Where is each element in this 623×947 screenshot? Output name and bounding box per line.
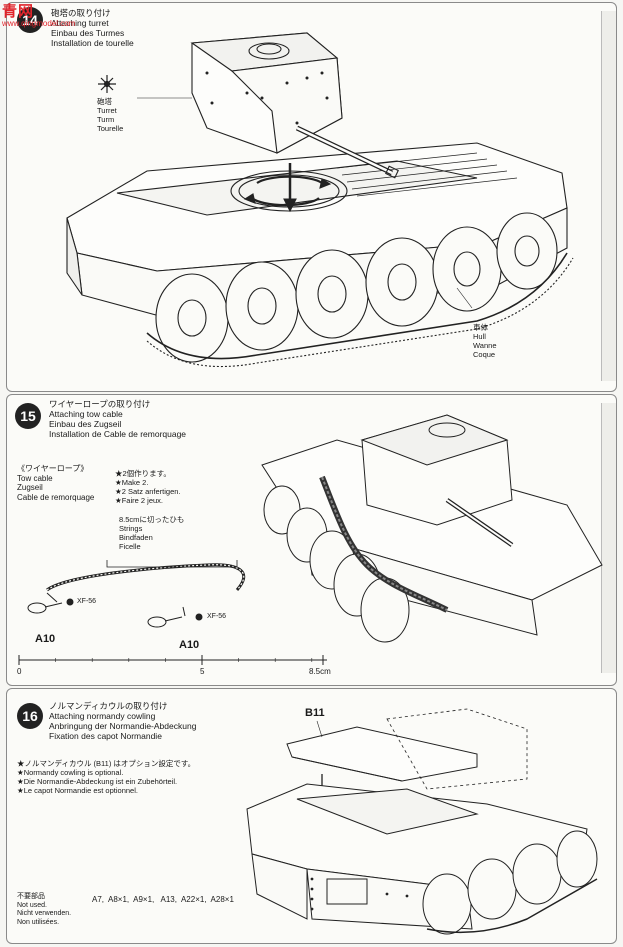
unused-de: Nicht verwenden. xyxy=(17,910,72,917)
title-fr: Installation de Cable de remorquage xyxy=(49,429,187,439)
make-two-note: ★2個作ります。 ★Make 2. ★2 Satz anfertigen. ★F… xyxy=(115,469,181,505)
turret-fr: Tourelle xyxy=(97,124,124,133)
normandy-cowling-illustration xyxy=(246,708,598,935)
make-de: ★2 Satz anfertigen. xyxy=(115,487,181,496)
make-en: ★Make 2. xyxy=(115,478,149,487)
step-title: ノルマンディカウルの取り付け Attaching normandy cowlin… xyxy=(49,701,196,741)
turret-callout: 砲塔 Turret Turm Tourelle xyxy=(97,97,123,133)
turret-install-illustration xyxy=(66,32,574,368)
page-edge-tab xyxy=(601,11,616,381)
turret-de: Turm xyxy=(97,115,115,124)
title-en: Attaching normandy cowling xyxy=(49,711,156,721)
string-callout: 8.5cmに切ったひも Strings Bindfaden Ficelle xyxy=(119,515,184,551)
turret-jp: 砲塔 xyxy=(97,97,112,106)
title-de: Einbau des Zugseil xyxy=(49,419,122,429)
string-en: Strings xyxy=(119,524,143,533)
paint-code-left: XF-56 xyxy=(77,598,97,605)
title-fr: Fixation des capot Normandie xyxy=(49,731,162,741)
unused-parts-list: A7, A8×1, A9×1, A13, A22×1, A28×1 xyxy=(92,895,234,904)
unused-en: Not used. xyxy=(17,901,47,909)
paint-code-right: XF-56 xyxy=(207,613,227,620)
cable-fr: Cable de remorquage xyxy=(17,492,95,502)
unused-jp: 不要部品 xyxy=(17,893,45,900)
part-label-b11: B11 xyxy=(305,707,325,719)
string-fr: Ficelle xyxy=(119,542,141,551)
watermark-brand: 青网 xyxy=(2,2,35,20)
step-number: 15 xyxy=(15,403,41,429)
note-de: ★Die Normandie-Abdeckung ist ein Zubehör… xyxy=(17,777,178,786)
note-en: ★Normandy cowling is optional. xyxy=(17,768,124,777)
title-jp: ノルマンディカウルの取り付け xyxy=(49,701,168,711)
watermark-url: www.qingmodel.com xyxy=(2,19,76,28)
string-de: Bindfaden xyxy=(119,533,153,542)
unused-fr: Non utilisées. xyxy=(17,918,60,926)
page-edge-tab xyxy=(601,403,616,673)
note-fr: ★Le capot Normandie est optionnel. xyxy=(17,786,138,795)
cable-jp: 《ワイヤーロープ》 xyxy=(17,464,89,473)
part-label-a10-left: A10 xyxy=(35,633,56,645)
string-jp: 8.5cmに切ったひも xyxy=(119,515,185,524)
hull-fr: Coque xyxy=(473,350,496,359)
step-15-panel: 15 ワイヤーロープの取り付け Attaching tow cable Einb… xyxy=(6,394,617,686)
optional-note: ★ノルマンディカウル (B11) はオプション設定です。 ★Normandy c… xyxy=(17,759,195,795)
step-16-panel: 16 ノルマンディカウルの取り付け Attaching normandy cow… xyxy=(6,688,617,944)
title-de: Anbringung der Normandie-Abdeckung xyxy=(49,721,197,731)
unused-parts-label: 不要部品 Not used. Nicht verwenden. Non util… xyxy=(17,893,71,927)
make-fr: ★Faire 2 jeux. xyxy=(115,496,163,505)
note-jp: ★ノルマンディカウル (B11) はオプション設定です。 xyxy=(17,759,196,768)
ruler-end: 8.5cm xyxy=(309,667,331,676)
cable-de: Zugseil xyxy=(17,483,43,492)
title-de: Einbau des Turmes xyxy=(51,28,125,38)
title-fr: Installation de tourelle xyxy=(51,38,134,48)
tow-cable-illustration xyxy=(18,414,603,665)
make-jp: ★2個作ります。 xyxy=(115,469,171,478)
step-title: ワイヤーロープの取り付け Attaching tow cable Einbau … xyxy=(49,399,186,439)
ruler-mid: 5 xyxy=(200,667,205,676)
step-number: 16 xyxy=(17,703,43,729)
title-jp: 砲塔の取り付け xyxy=(51,8,111,18)
title-jp: ワイヤーロープの取り付け xyxy=(49,399,151,409)
title-en: Attaching tow cable xyxy=(49,409,123,419)
step-14-panel: 14 砲塔の取り付け Attaching turret Einbau des T… xyxy=(6,2,617,392)
hull-callout: 車体 Hull Wanne Coque xyxy=(473,323,497,359)
step-number: 14 xyxy=(17,7,43,33)
hull-en: Hull xyxy=(473,332,486,341)
turret-en: Turret xyxy=(97,106,117,115)
cable-en: Tow cable xyxy=(17,473,53,483)
part-label-a10-right: A10 xyxy=(179,639,200,651)
title-en: Attaching turret xyxy=(51,18,109,28)
tow-cable-callout: 《ワイヤーロープ》 Tow cable Zugseil Cable de rem… xyxy=(17,464,94,502)
hull-jp: 車体 xyxy=(473,323,488,332)
watermark-logo: 青网 www.qingmodel.com xyxy=(2,4,75,28)
hull-de: Wanne xyxy=(473,341,497,350)
step-title: 砲塔の取り付け Attaching turret Einbau des Turm… xyxy=(51,8,134,48)
ruler-start: 0 xyxy=(17,667,22,676)
